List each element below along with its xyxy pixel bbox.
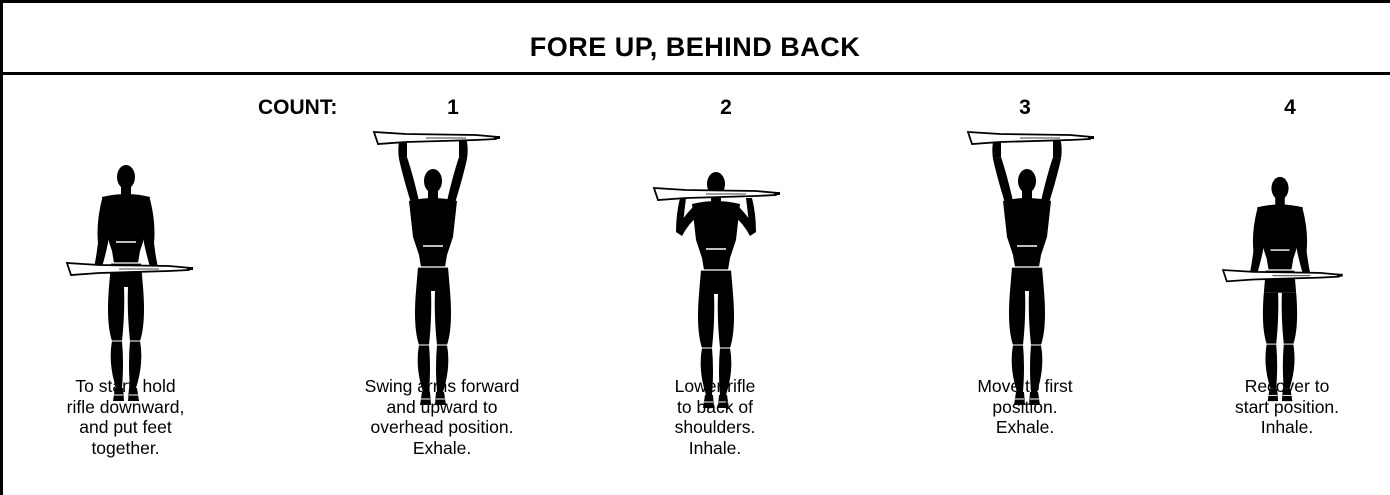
figure-count-3 <box>968 132 1094 405</box>
figure-count-2 <box>654 172 780 408</box>
figure-count-1 <box>374 132 500 405</box>
figure-count-4 <box>1223 177 1343 401</box>
figure-start <box>67 165 193 401</box>
